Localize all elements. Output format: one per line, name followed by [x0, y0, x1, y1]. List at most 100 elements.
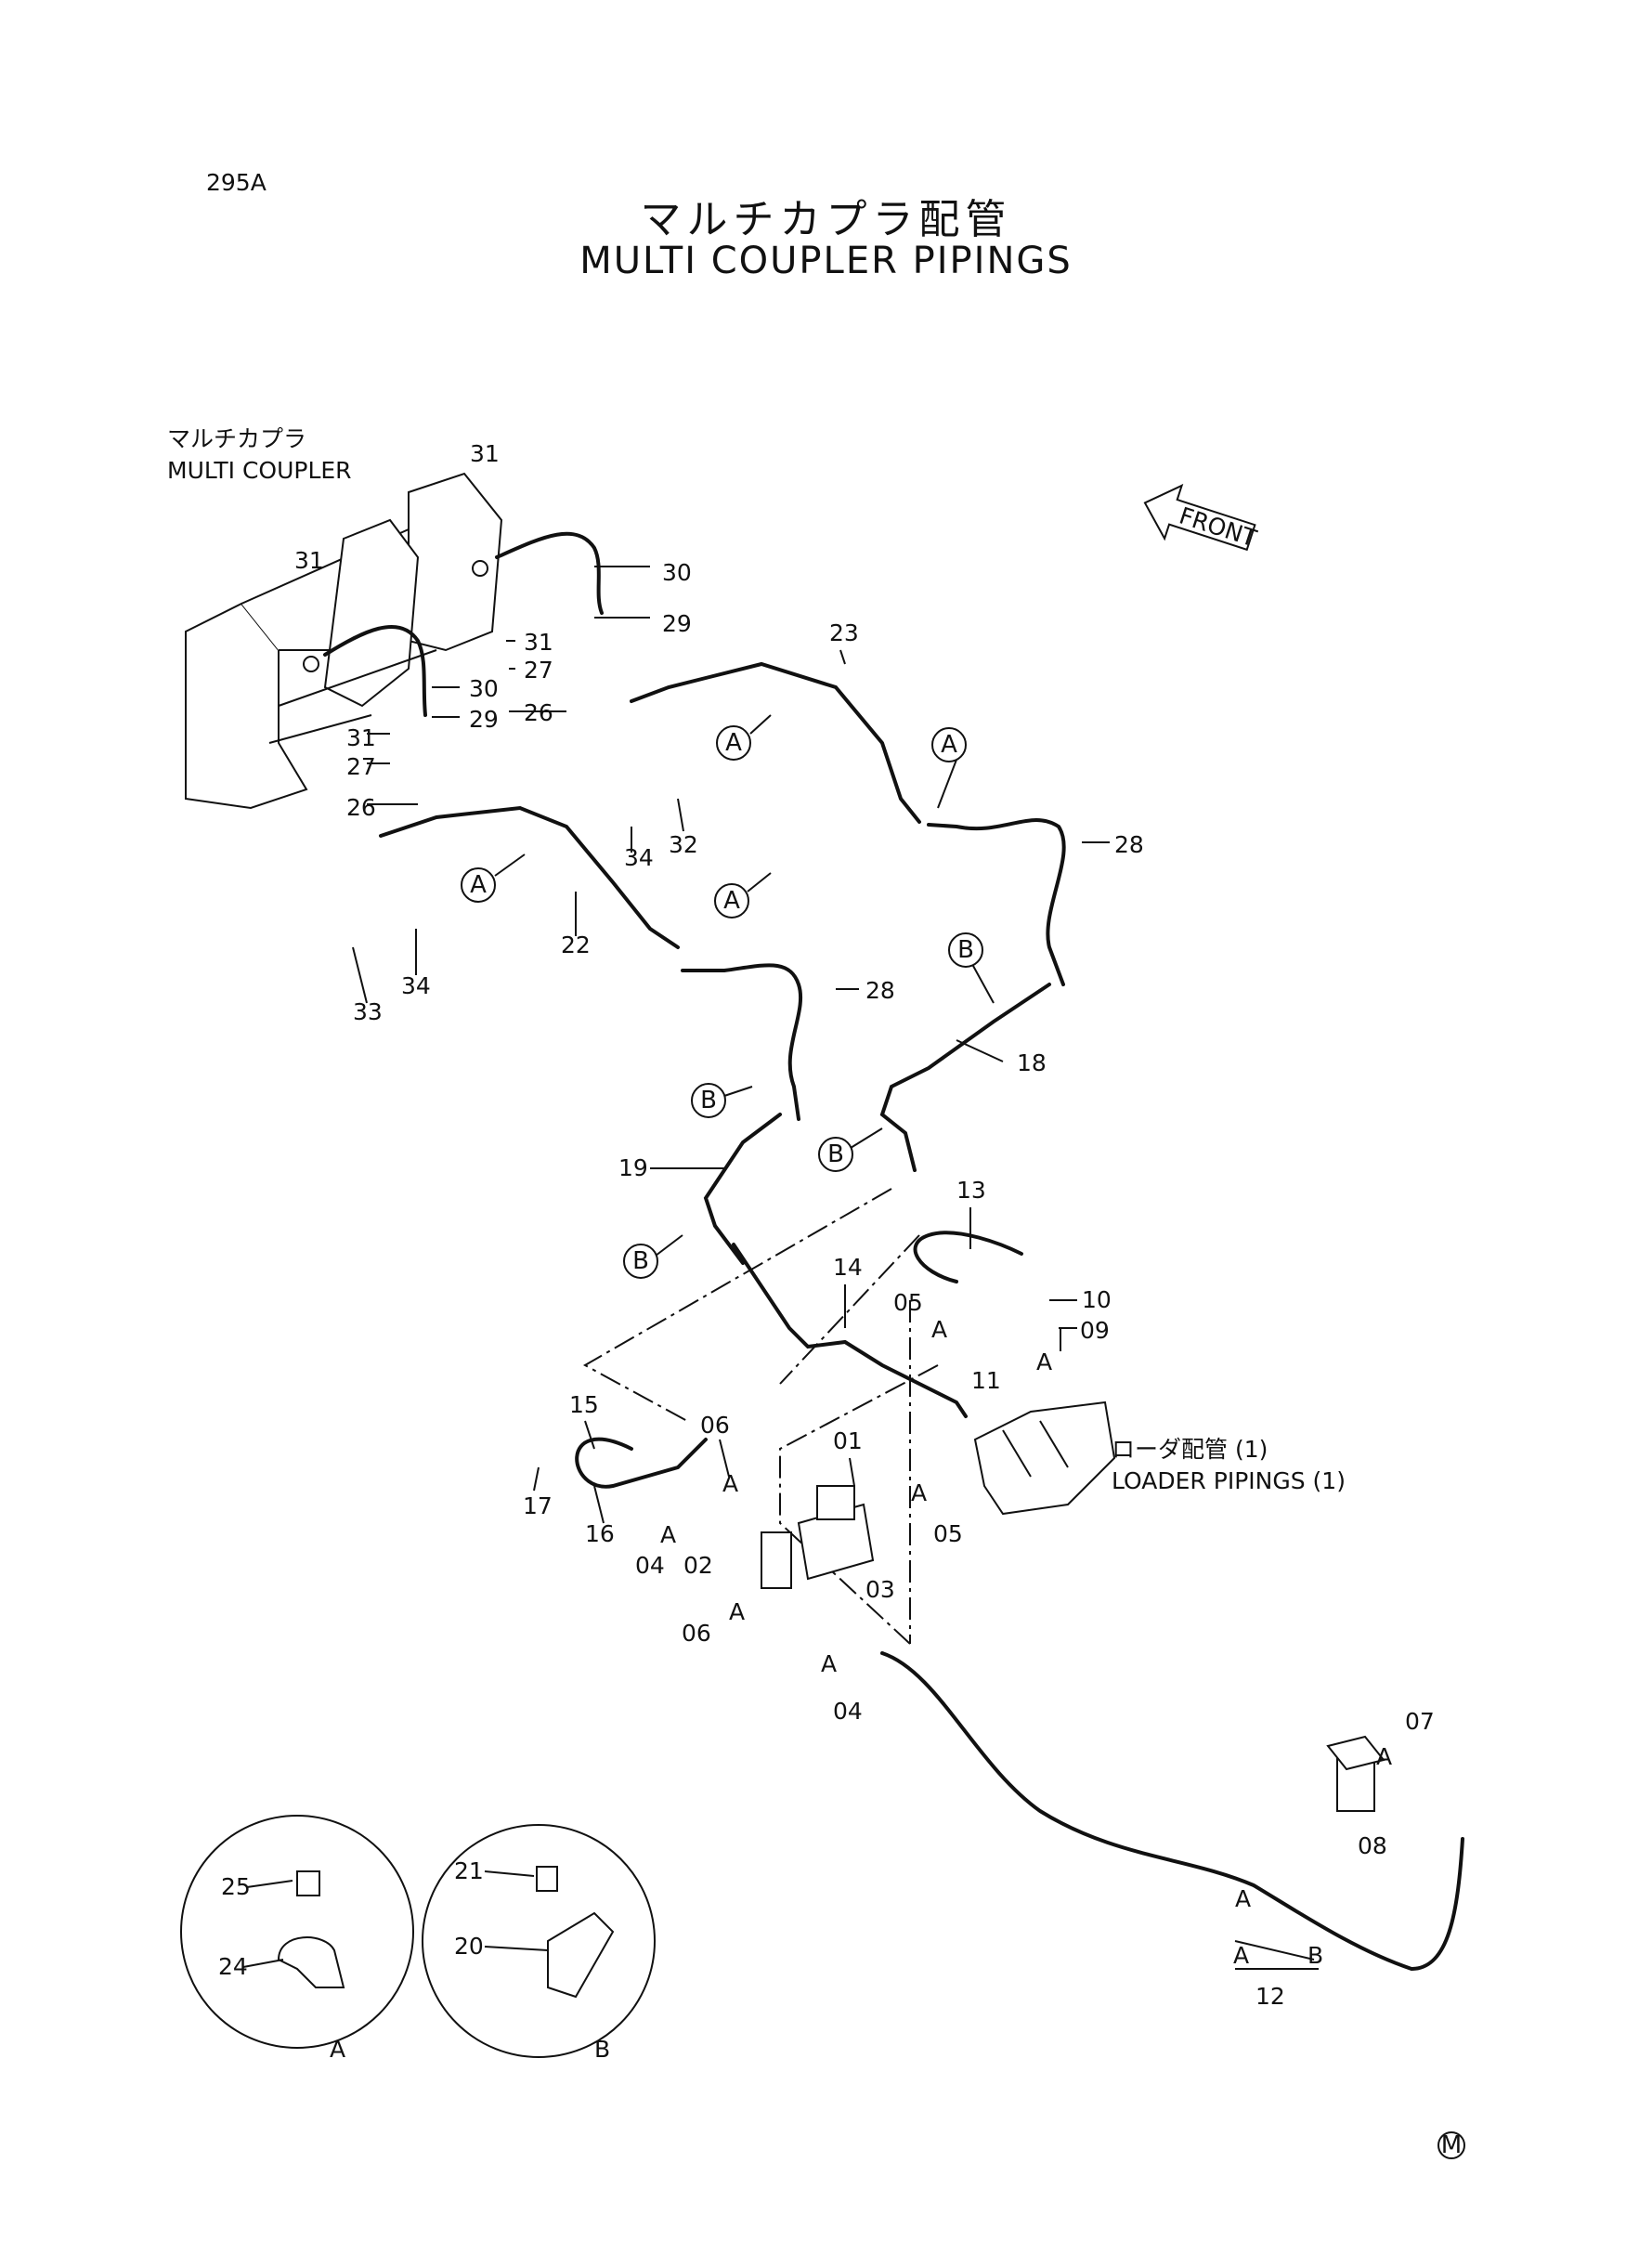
svg-text:30: 30 — [469, 675, 499, 702]
ref-a-4: A — [714, 883, 749, 919]
svg-text:A: A — [1376, 1743, 1392, 1770]
loader-valve-drawing — [973, 1401, 1116, 1516]
svg-text:A: A — [1036, 1348, 1052, 1375]
hose-12 — [880, 1651, 1464, 1972]
multi-coupler-drawing — [185, 472, 503, 810]
hose-30-upper — [495, 531, 604, 615]
svg-text:A: A — [725, 729, 742, 757]
svg-text:A: A — [330, 2036, 345, 2063]
svg-text:12: 12 — [1255, 1983, 1285, 2010]
svg-text:02: 02 — [683, 1552, 713, 1579]
svg-text:27: 27 — [346, 753, 376, 780]
marker-m: M — [1437, 2131, 1465, 2159]
svg-text:A: A — [722, 1470, 738, 1497]
svg-text:25: 25 — [221, 1873, 251, 1900]
detail-a-parts — [277, 1870, 345, 1988]
multi-coupler-label: MULTI COUPLER — [167, 457, 352, 484]
front-arrow: FRONT — [1143, 483, 1260, 553]
valve-block — [761, 1485, 875, 1589]
filter-drawing — [1326, 1735, 1385, 1812]
svg-text:M: M — [1441, 2131, 1462, 2159]
svg-text:26: 26 — [524, 699, 553, 726]
svg-text:17: 17 — [523, 1492, 553, 1519]
ref-a-3: A — [461, 867, 496, 903]
svg-text:06: 06 — [700, 1412, 730, 1439]
svg-text:A: A — [821, 1650, 837, 1677]
svg-text:07: 07 — [1405, 1708, 1435, 1735]
page-title-japanese: マルチカプラ配管 — [640, 196, 1012, 243]
svg-text:28: 28 — [865, 977, 895, 1004]
svg-text:28: 28 — [1114, 831, 1144, 858]
svg-text:B: B — [700, 1087, 717, 1114]
hose-28-upper — [927, 817, 1066, 986]
svg-text:23: 23 — [829, 619, 859, 646]
svg-text:A: A — [941, 731, 957, 759]
svg-text:19: 19 — [618, 1154, 648, 1181]
svg-text:27: 27 — [524, 657, 553, 684]
ref-b-3: B — [818, 1137, 853, 1172]
svg-text:B: B — [594, 2036, 610, 2063]
loader-pipings-label: LOADER PIPINGS (1) — [1112, 1467, 1346, 1494]
svg-text:05: 05 — [933, 1520, 963, 1547]
svg-text:24: 24 — [218, 1953, 248, 1980]
tube-15 — [575, 1437, 708, 1489]
svg-text:01: 01 — [833, 1427, 863, 1454]
svg-text:32: 32 — [669, 831, 698, 858]
detail-circle-b — [422, 1824, 656, 2058]
svg-text:06: 06 — [682, 1620, 711, 1647]
svg-text:05: 05 — [893, 1289, 923, 1316]
svg-text:31: 31 — [346, 724, 376, 751]
hose-28-lower — [681, 963, 803, 1121]
svg-text:08: 08 — [1358, 1832, 1387, 1859]
pipe-23 — [630, 661, 921, 824]
svg-text:03: 03 — [865, 1576, 895, 1603]
hose-30-lower — [323, 625, 427, 717]
detail-b-parts — [536, 1866, 615, 1999]
ref-b-1: B — [948, 932, 983, 968]
pipe-18 — [879, 983, 1051, 1172]
ref-a-1: A — [716, 725, 751, 761]
svg-text:B: B — [632, 1247, 649, 1275]
svg-text:A: A — [729, 1598, 745, 1625]
page-title: MULTI COUPLER PIPINGS — [579, 240, 1073, 282]
pipe-22 — [379, 805, 680, 949]
svg-text:16: 16 — [585, 1520, 615, 1547]
svg-text:34: 34 — [401, 972, 431, 999]
svg-text:31: 31 — [470, 440, 500, 467]
svg-text:A: A — [723, 887, 740, 915]
svg-text:A: A — [931, 1316, 947, 1343]
detail-circle-a — [180, 1815, 414, 2049]
svg-text:14: 14 — [833, 1254, 863, 1281]
svg-text:09: 09 — [1080, 1317, 1110, 1344]
svg-text:31: 31 — [524, 629, 553, 656]
leader-lines — [242, 566, 1319, 1970]
svg-text:29: 29 — [469, 706, 499, 733]
svg-text:B: B — [957, 936, 974, 964]
svg-text:A: A — [911, 1479, 927, 1506]
dashed-leader-lines — [582, 1188, 939, 1645]
svg-text:A: A — [470, 871, 487, 899]
svg-text:29: 29 — [662, 610, 692, 637]
ref-b-4: B — [623, 1244, 658, 1279]
svg-text:11: 11 — [971, 1367, 1001, 1394]
svg-text:18: 18 — [1017, 1049, 1047, 1076]
multi-coupler-label-jp: マルチカプラ — [167, 425, 307, 452]
page-number: 295A — [206, 169, 267, 196]
svg-text:33: 33 — [353, 998, 383, 1025]
svg-text:20: 20 — [454, 1933, 484, 1960]
svg-text:10: 10 — [1082, 1286, 1112, 1313]
svg-text:04: 04 — [833, 1698, 863, 1725]
svg-text:A: A — [1233, 1942, 1249, 1969]
hose-13 — [913, 1231, 1023, 1283]
svg-text:15: 15 — [569, 1391, 599, 1418]
front-label: FRONT — [1176, 502, 1260, 553]
svg-text:04: 04 — [635, 1552, 665, 1579]
svg-text:13: 13 — [956, 1177, 986, 1204]
svg-text:A: A — [660, 1521, 676, 1548]
part-labels: 31 31 30 29 31 27 26 30 29 31 27 26 23 2… — [218, 440, 1435, 2010]
pipe-14 — [732, 1243, 968, 1418]
svg-text:B: B — [827, 1140, 844, 1168]
loader-pipings-label-jp: ローダ配管 (1) — [1112, 1436, 1268, 1463]
svg-text:A: A — [1235, 1885, 1251, 1912]
